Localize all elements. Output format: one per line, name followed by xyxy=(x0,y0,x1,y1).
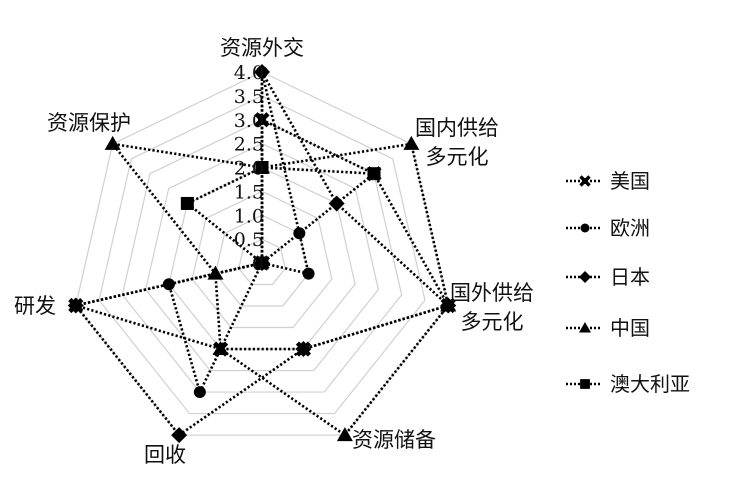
axis-label-0: 资源外交 xyxy=(220,36,304,60)
legend-item-4: 澳大利亚 xyxy=(566,372,690,396)
grid-ring xyxy=(75,71,449,436)
marker-diamond xyxy=(295,341,312,358)
tick-label: 1.0 xyxy=(234,205,264,227)
marker-circle xyxy=(302,267,315,280)
axis-label-line: 多元化 xyxy=(426,145,489,169)
grid-ring xyxy=(144,142,380,372)
axis-label-line: 资源外交 xyxy=(220,36,304,60)
grid-ring xyxy=(238,238,286,286)
marker-triangle xyxy=(336,427,353,442)
tick-label: 4.0 xyxy=(234,62,264,84)
marker-square xyxy=(255,161,269,174)
axis-label-4: 回收 xyxy=(144,443,186,467)
axis-label-line: 国内供给 xyxy=(415,116,499,140)
marker-triangle xyxy=(212,341,229,356)
grid-ring xyxy=(191,190,333,329)
marker-diamond xyxy=(579,271,591,283)
series-4 xyxy=(180,161,381,270)
axis-label-line: 资源保护 xyxy=(47,111,131,135)
legend-label: 美国 xyxy=(610,169,650,193)
grid-ring xyxy=(98,95,426,415)
marker-diamond xyxy=(67,297,84,314)
axis-label-5: 研发 xyxy=(14,294,56,318)
legend-item-3: 中国 xyxy=(566,316,650,340)
marker-circle xyxy=(193,386,206,399)
marker-diamond xyxy=(254,64,270,80)
tick-label: 2.5 xyxy=(234,134,264,156)
marker-triangle xyxy=(104,135,121,150)
marker-square xyxy=(580,379,590,389)
tick-label: 0 xyxy=(252,253,264,275)
axis-label-line: 研发 xyxy=(14,294,56,318)
marker-triangle xyxy=(403,135,420,150)
marker-triangle xyxy=(579,322,591,333)
legend-item-1: 欧洲 xyxy=(566,216,650,240)
legend-label: 澳大利亚 xyxy=(610,372,690,396)
axis-label-line: 资源储备 xyxy=(352,428,436,452)
axis-label-line: 国外供给 xyxy=(450,281,534,305)
axis-label-line: 多元化 xyxy=(461,310,524,334)
marker-diamond xyxy=(171,427,188,444)
marker-square xyxy=(180,196,194,210)
legend-label: 日本 xyxy=(610,265,650,289)
grid xyxy=(75,71,449,436)
marker-triangle xyxy=(207,265,224,280)
axis-label-3: 资源储备 xyxy=(352,428,436,452)
marker-triangle xyxy=(440,297,457,312)
marker-cross xyxy=(579,175,591,187)
legend-item-2: 日本 xyxy=(566,265,650,289)
marker-square xyxy=(367,167,381,181)
tick-label: 3.0 xyxy=(234,110,264,132)
axis-label-line: 回收 xyxy=(144,443,186,467)
series-layer xyxy=(67,64,457,444)
series-3 xyxy=(104,135,457,442)
marker-cross-core xyxy=(582,178,588,184)
series-line xyxy=(109,142,450,437)
series-line xyxy=(167,71,311,396)
axis-label-6: 资源保护 xyxy=(47,111,131,135)
marker-circle xyxy=(580,223,590,233)
marker-circle xyxy=(162,278,175,291)
tick-label: 0.5 xyxy=(234,229,264,251)
tick-label: 2.0 xyxy=(234,158,264,180)
series-line xyxy=(73,67,451,437)
legend-label: 欧洲 xyxy=(610,216,650,240)
grid-ring xyxy=(121,119,403,393)
legend-label: 中国 xyxy=(610,316,650,340)
tick-labels: 00.51.01.52.02.53.03.54.0 xyxy=(234,62,264,275)
marker-square xyxy=(255,256,269,270)
tick-label: 3.5 xyxy=(234,86,264,108)
tick-label: 1.5 xyxy=(234,181,264,203)
legend-item-0: 美国 xyxy=(566,169,650,193)
